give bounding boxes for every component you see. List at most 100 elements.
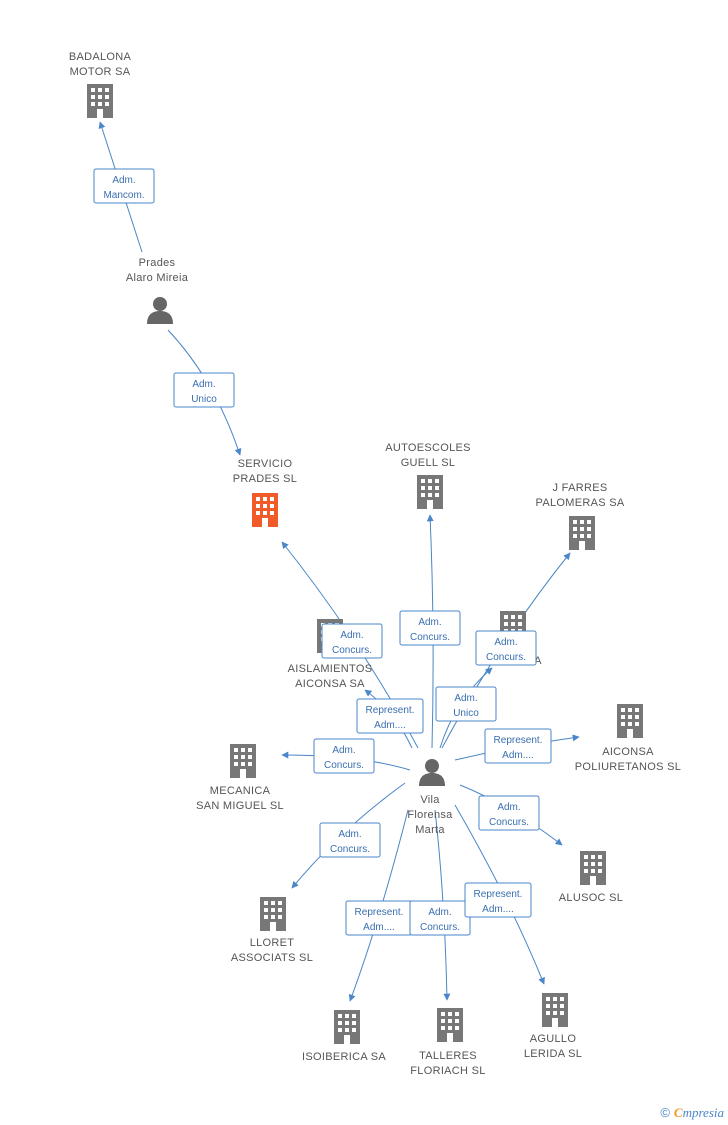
node-isoiberica[interactable]: ISOIBERICA SA (302, 1010, 386, 1063)
node-label-line: GUELL SL (401, 457, 456, 469)
empresia-watermark: ©Cmpresia (660, 1105, 724, 1121)
building-icon (230, 744, 256, 778)
edge-label-box (173, 372, 235, 408)
edge-label-line: Adm.... (363, 922, 395, 933)
edge-label[interactable]: Adm.Concurs. (475, 630, 537, 666)
node-mecanica[interactable]: MECANICA SAN MIGUEL SL (196, 744, 284, 812)
edge-label-line: Concurs. (332, 645, 372, 656)
edge-label-box (409, 900, 471, 936)
node-label-line: ASSOCIATS SL (231, 952, 313, 964)
building-icon (252, 493, 278, 527)
node-label: ALUSOC SL (559, 892, 623, 904)
edge-label[interactable]: Represent.Adm.... (356, 698, 424, 734)
edge-label[interactable]: Adm.Unico (435, 686, 497, 722)
edge-label-box (356, 698, 424, 734)
edge-label[interactable]: Adm.Concurs. (409, 900, 471, 936)
edge-label[interactable]: Represent.Adm.... (345, 900, 413, 936)
node-label-line: AICONSA SA (295, 678, 365, 690)
edge-label-line: Adm. (332, 745, 355, 756)
node-aislamientos[interactable]: AISLAMIENTOS AICONSA SA (288, 619, 373, 690)
edge-label-text: Represent. Adm.... (494, 735, 543, 761)
node-aiconsa-pol[interactable]: AICONSA POLIURETANOS SL (575, 704, 681, 773)
node-hidden-a[interactable]: A (500, 611, 542, 667)
building-icon (417, 475, 443, 509)
edge-label-box (478, 795, 540, 831)
edge-label[interactable]: Adm.Concurs. (319, 822, 381, 858)
edge-label-line: Concurs. (486, 652, 526, 663)
node-alusoc[interactable]: ALUSOC SL (559, 851, 623, 904)
node-label-line: POLIURETANOS SL (575, 761, 681, 773)
building-icon (580, 851, 606, 885)
node-label-line: AUTOESCOLES (385, 442, 471, 454)
edge-label[interactable]: Adm.Concurs. (478, 795, 540, 831)
edge-label[interactable]: Adm.Unico (173, 372, 235, 408)
building-icon (542, 993, 568, 1027)
node-autoescoles[interactable]: AUTOESCOLES GUELL SL (385, 442, 471, 509)
edge-label-line: Represent. (366, 705, 415, 716)
node-label-line: SAN MIGUEL SL (196, 800, 284, 812)
edge-label[interactable]: Represent. Adm.... (484, 728, 552, 764)
edge-labels-layer: Adm.Mancom.Adm.UnicoAdm.Concurs.Adm.Conc… (93, 168, 552, 936)
node-label-line: Florensa (407, 809, 453, 821)
edge-label-line: Adm. (112, 175, 135, 186)
edge-label-box (319, 822, 381, 858)
node-label-line: A (534, 655, 542, 667)
edge-label[interactable]: Adm.Concurs. (399, 610, 461, 646)
edge-label-box (475, 630, 537, 666)
edge-label-text: Represent.Adm.... (355, 907, 404, 933)
edge-label-line: Adm. (340, 630, 363, 641)
brand-initial: C (673, 1105, 683, 1120)
building-icon (87, 84, 113, 118)
edge-label-line: Adm.... (482, 904, 514, 915)
edge-label-box (93, 168, 155, 204)
edge-label[interactable]: Represent. Adm.... (464, 882, 532, 918)
building-icon (437, 1008, 463, 1042)
edge-label-text: Adm. Mancom. (103, 175, 144, 201)
node-label-line: AISLAMIENTOS (288, 663, 373, 675)
edge-label-text: Adm. Concurs. (332, 630, 372, 656)
edge-label-line: Adm.... (502, 750, 534, 761)
edge-label-line: Mancom. (103, 190, 144, 201)
building-icon (617, 704, 643, 738)
edge-label-text: Adm.Concurs. (420, 907, 460, 933)
node-label-line: SERVICIO (238, 458, 293, 470)
edge-label[interactable]: Adm.Concurs. (313, 738, 375, 774)
node-label-line: ALUSOC SL (559, 892, 623, 904)
edge-label-line: Adm. (192, 379, 215, 390)
edge-label-line: Adm. (428, 907, 451, 918)
edge-label-text: Adm.Concurs. (324, 745, 364, 771)
node-label-line: MECANICA (210, 785, 271, 797)
brand-name: mpresia (682, 1105, 724, 1120)
node-label-line: LERIDA SL (524, 1048, 582, 1060)
edge-label-box (313, 738, 375, 774)
edge-label-text: Adm.Concurs. (410, 617, 450, 643)
edge-label-line: Represent. (494, 735, 543, 746)
node-label-line: AICONSA (602, 746, 654, 758)
edge-label-line: Represent. (474, 889, 523, 900)
person-icon (419, 759, 445, 786)
edge-label[interactable]: Adm. Mancom. (93, 168, 155, 204)
building-icon (334, 1010, 360, 1044)
edge-label-line: Concurs. (489, 817, 529, 828)
edge-label-text: Adm.Unico (453, 693, 479, 719)
node-label-line: BADALONA (69, 51, 132, 63)
edge-label-box (321, 623, 383, 659)
edge-label[interactable]: Adm. Concurs. (321, 623, 383, 659)
building-icon (569, 516, 595, 550)
node-label-line: PALOMERAS SA (536, 497, 625, 509)
edge-label-box (484, 728, 552, 764)
